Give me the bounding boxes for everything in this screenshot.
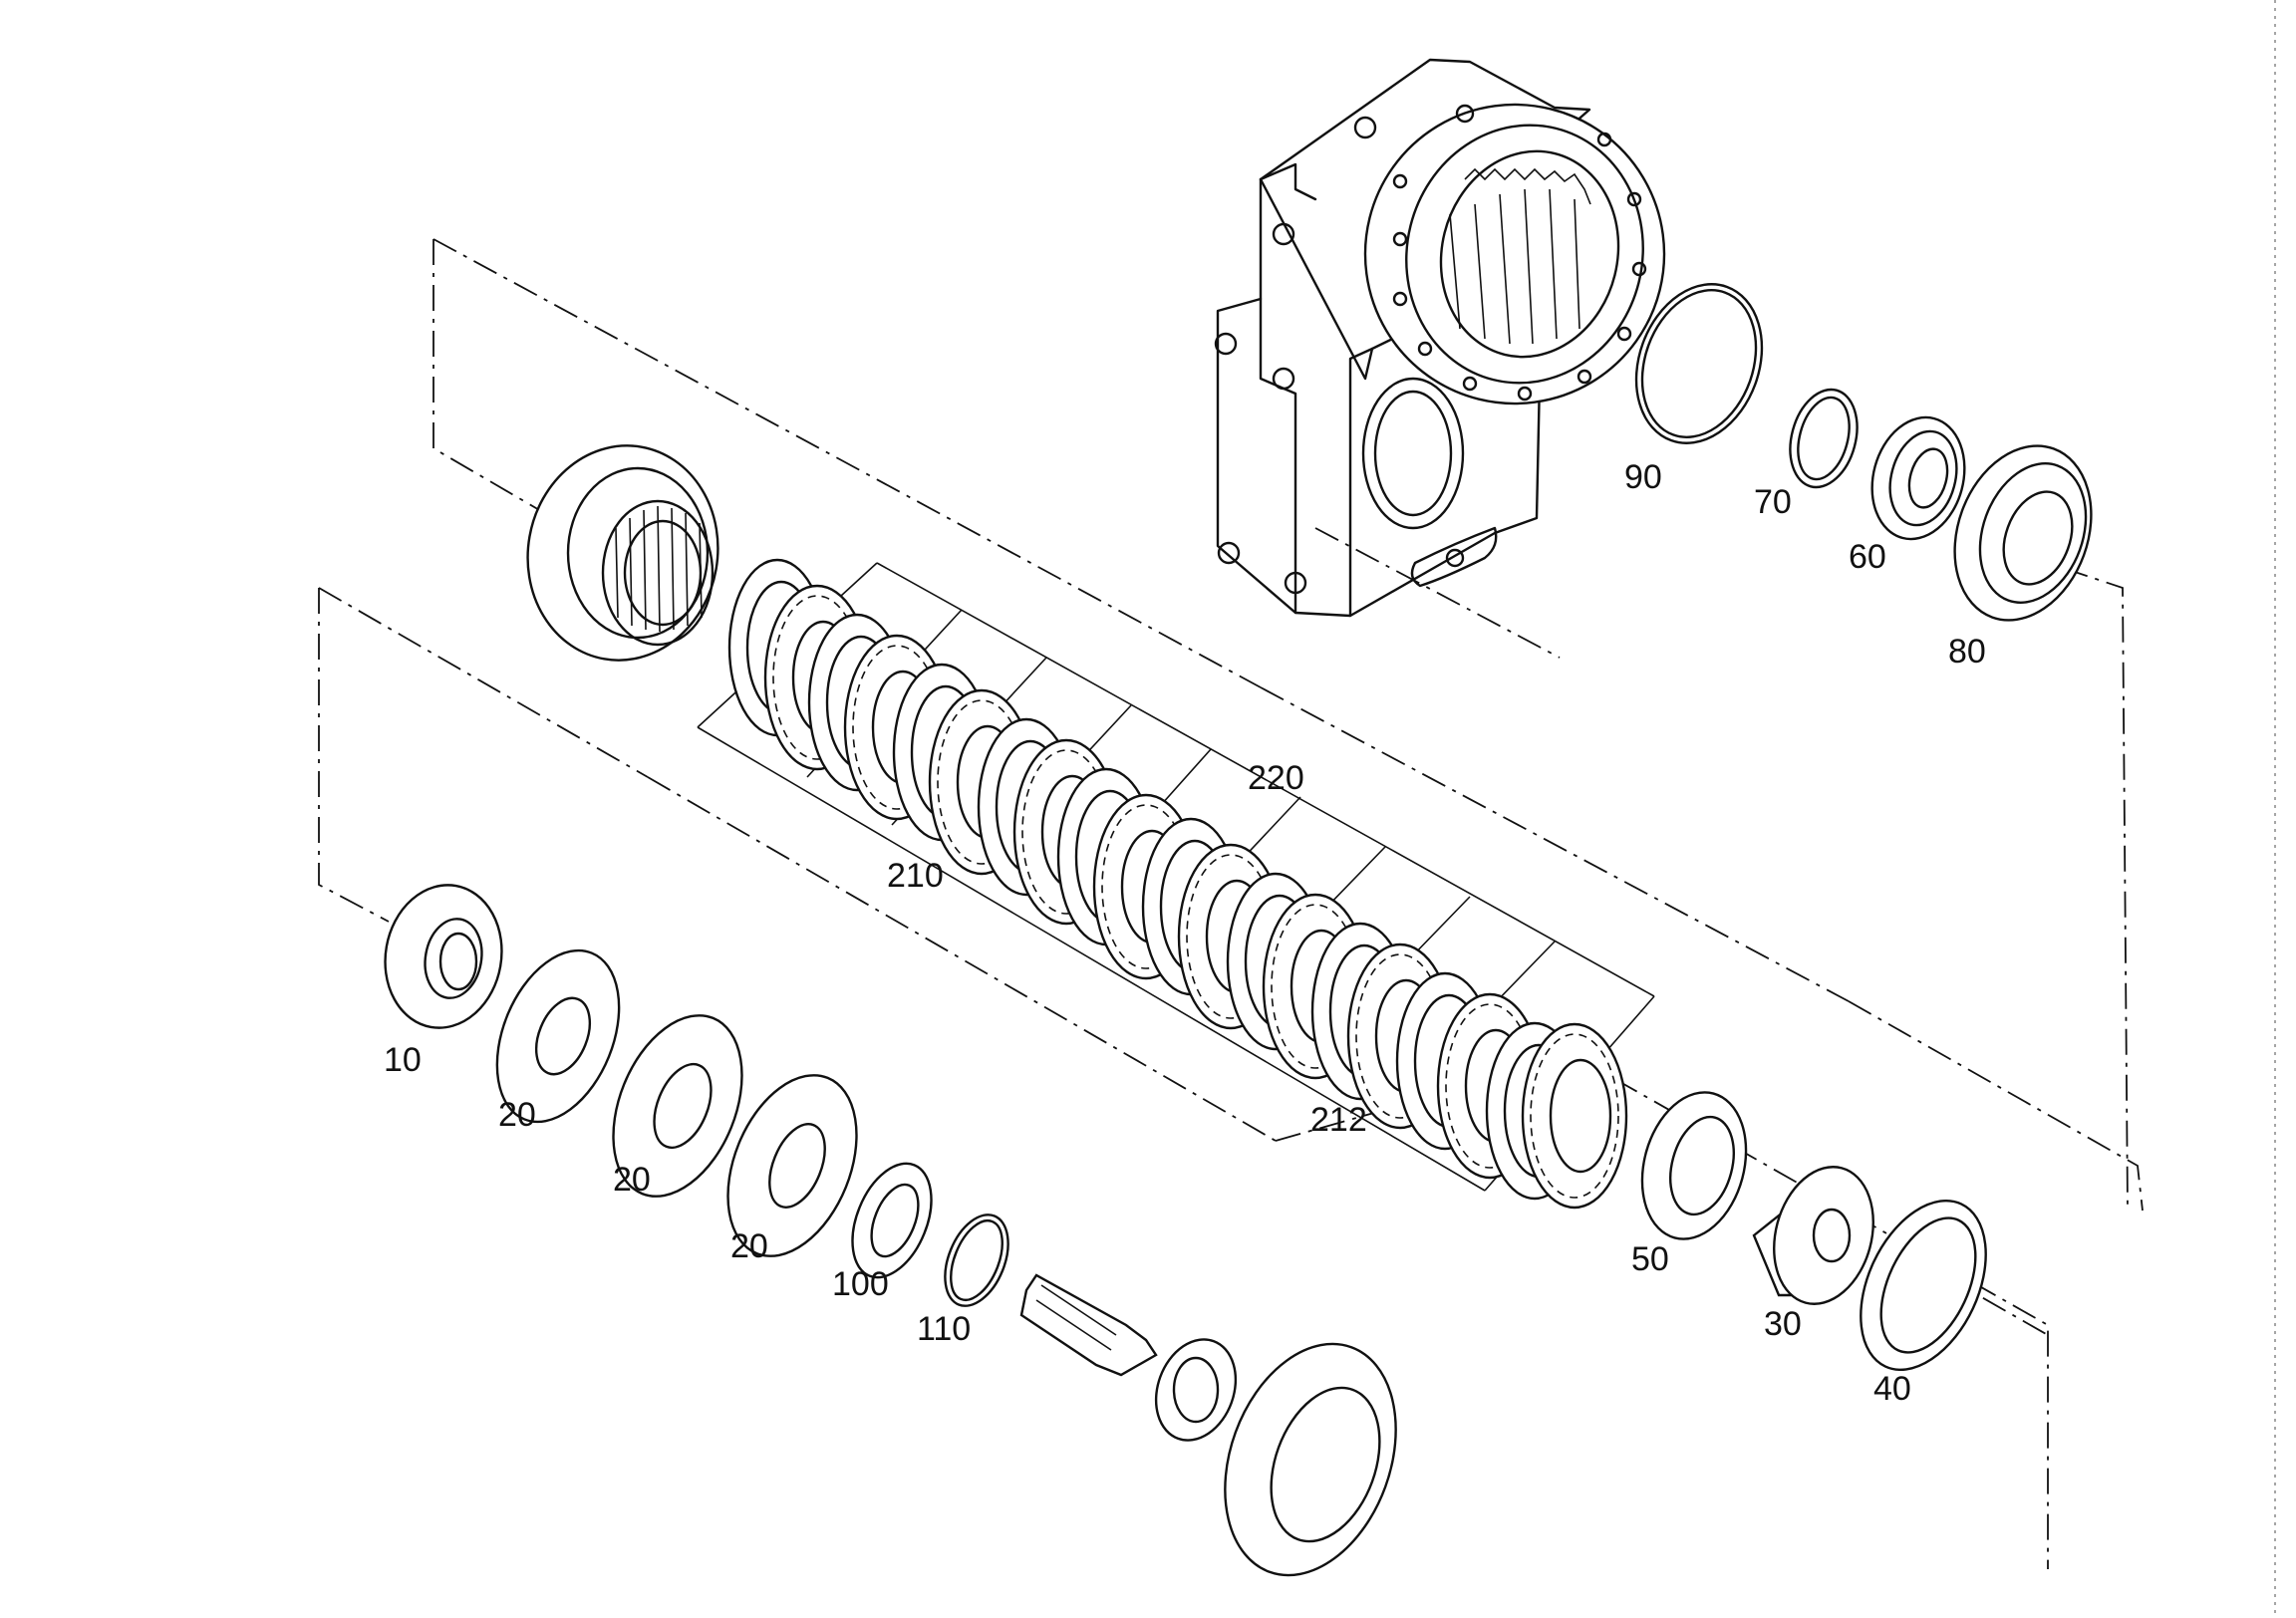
gearbox-housing — [1214, 58, 1666, 618]
label-110: 110 — [917, 1310, 971, 1348]
end-plate — [1224, 1342, 1397, 1577]
label-50: 50 — [1631, 1240, 1669, 1278]
label-20a: 20 — [498, 1096, 536, 1134]
gear-hub-30 — [1752, 1166, 1874, 1305]
label-212: 212 — [1310, 1101, 1367, 1139]
label-70: 70 — [1754, 483, 1792, 521]
snap-ring-70 — [1789, 388, 1859, 489]
ball-bearing-60 — [1870, 415, 1966, 541]
label-100: 100 — [832, 1265, 889, 1303]
bearing-cage-40 — [1860, 1199, 1987, 1372]
part-labels: 90 70 60 80 220 210 212 10 20 20 20 100 … — [384, 458, 1986, 1408]
label-80: 80 — [1948, 633, 1986, 671]
shim-20a — [495, 948, 621, 1124]
retaining-ring-90 — [1634, 283, 1764, 444]
label-20c: 20 — [730, 1227, 768, 1265]
label-20b: 20 — [613, 1161, 651, 1199]
label-90: 90 — [1624, 458, 1662, 496]
label-210: 210 — [887, 857, 944, 895]
label-10: 10 — [384, 1041, 422, 1079]
end-disc-50 — [1640, 1091, 1748, 1240]
spline-shaft — [1019, 1273, 1238, 1442]
clutch-hub — [526, 444, 719, 662]
clutch-disc-stack — [727, 558, 1628, 1210]
leader-lines — [318, 238, 2144, 1569]
washer-100 — [851, 1162, 933, 1279]
label-220: 220 — [1248, 759, 1304, 797]
label-60: 60 — [1849, 538, 1886, 576]
shim-20c — [726, 1074, 858, 1257]
label-40: 40 — [1873, 1370, 1911, 1408]
shim-20b — [612, 1014, 743, 1198]
disc-10 — [384, 884, 503, 1029]
snap-ring-110 — [944, 1214, 1009, 1307]
piston-80 — [1953, 444, 2093, 622]
label-30: 30 — [1764, 1305, 1802, 1343]
